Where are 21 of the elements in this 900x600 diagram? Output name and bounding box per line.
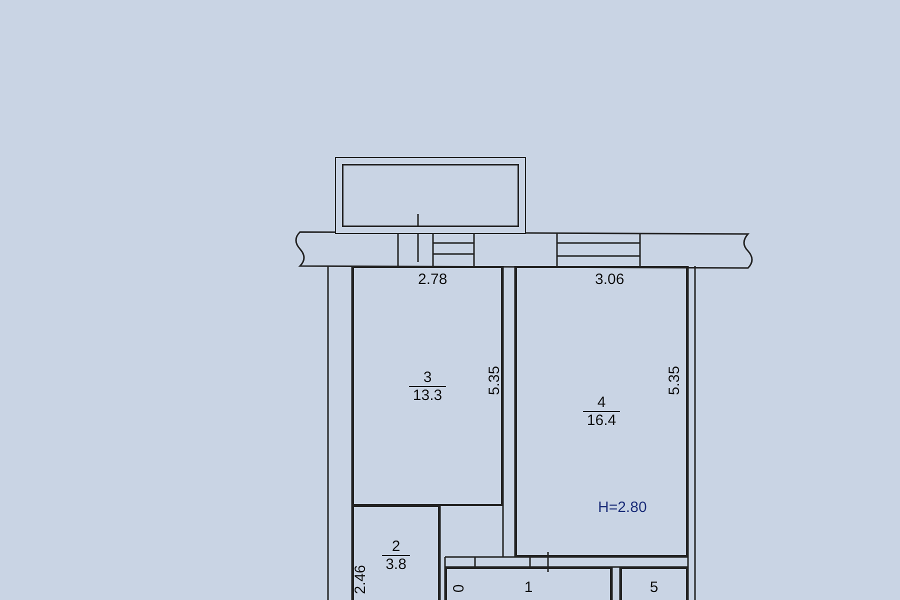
room-number: 2 bbox=[390, 538, 402, 554]
room-area: 13.3 bbox=[408, 386, 446, 404]
balcony-outline bbox=[335, 157, 526, 234]
room-outline bbox=[445, 567, 612, 600]
room-number: 1 bbox=[523, 578, 534, 596]
ceiling-height-label: H=2.80 bbox=[598, 499, 647, 516]
room-area: 3.8 bbox=[382, 554, 410, 572]
dimension-label: 5.35 bbox=[666, 366, 684, 396]
room-number: 4 bbox=[596, 394, 607, 411]
room-outline bbox=[620, 567, 688, 600]
dimension-label: 2.78 bbox=[418, 271, 448, 288]
dimension-label: 2.46 bbox=[352, 564, 370, 594]
room-number: 3 bbox=[422, 368, 433, 386]
room-area: 16.4 bbox=[582, 411, 620, 429]
room-outline bbox=[352, 266, 503, 506]
room-number: 5 bbox=[648, 578, 660, 596]
room-outline bbox=[352, 505, 440, 600]
room-outline bbox=[515, 266, 688, 557]
dimension-label: 3.06 bbox=[595, 271, 624, 288]
dimension-label: 5.35 bbox=[486, 366, 504, 396]
dimension-label: 0 bbox=[450, 584, 468, 593]
